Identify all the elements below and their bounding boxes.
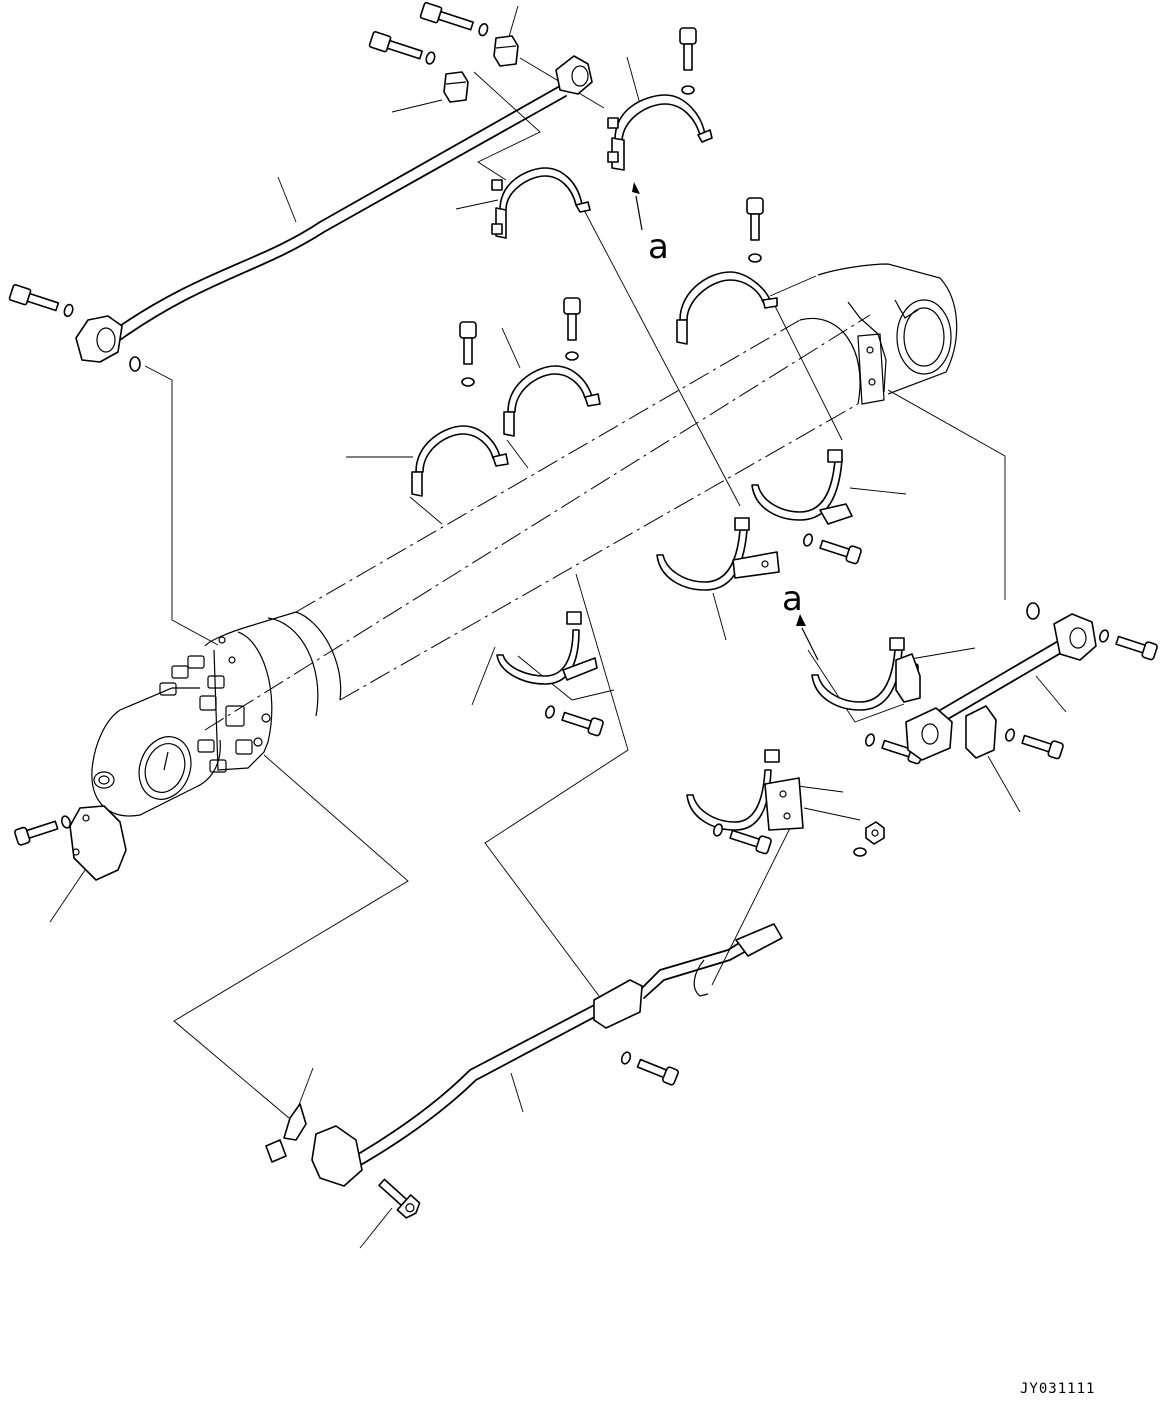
cover-plate xyxy=(69,805,127,881)
drawing-id: JY031111 xyxy=(1020,1381,1095,1397)
o-ring xyxy=(1026,602,1040,620)
reference-arrows xyxy=(632,182,819,661)
clamps-upper xyxy=(411,94,778,497)
clamps-lower xyxy=(496,449,919,831)
sensor-harness xyxy=(265,923,783,1219)
bolts-lower xyxy=(14,533,1158,1086)
bolts-top xyxy=(8,2,519,318)
hydraulic-cylinder xyxy=(91,263,958,817)
hose-lower-right xyxy=(895,613,1097,761)
reference-mark-a-upper: a xyxy=(648,227,669,267)
leader-lines xyxy=(49,5,1067,1249)
bolts-upper-clamps xyxy=(459,27,764,387)
reference-mark-a-lower: a xyxy=(782,579,803,619)
hose-upper xyxy=(75,55,593,372)
